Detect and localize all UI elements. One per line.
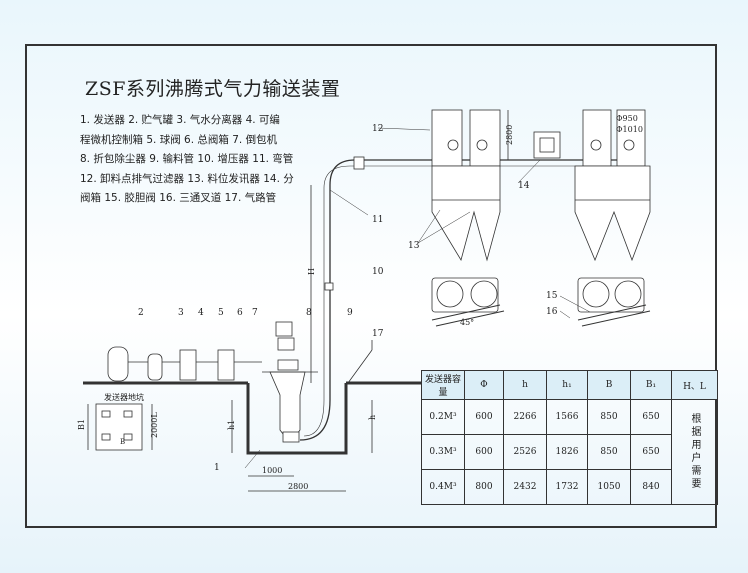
legend-line: 阀箱 15. 胶胆阀 16. 三通叉道 17. 气路管: [80, 192, 277, 204]
table-cell: 0.2M³: [421, 399, 465, 435]
component-legend: 1. 发送器 2. 贮气罐 3. 气水分离器 4. 可编 程微机控制箱 5. 球…: [80, 111, 300, 209]
air-pipe-17: [347, 349, 373, 384]
pit-plan-view: [87, 403, 153, 451]
table-cell: 600: [464, 399, 504, 435]
table-cell: 850: [587, 399, 631, 435]
label-3: 3: [178, 308, 184, 318]
col-header-capacity: 发送器容量: [421, 370, 465, 400]
col-header-B1: B₁: [630, 370, 672, 400]
dim-1010: Φ1010: [616, 125, 643, 134]
dim-B1: B1: [77, 419, 86, 430]
table-cell: 650: [630, 434, 672, 470]
spec-table: 发送器容量 Φ h h₁ B B₁ H、L 0.2M³ 600 2266 156…: [421, 370, 718, 505]
dim-2800-top: 2800: [505, 125, 514, 145]
pit-outline: [246, 383, 348, 455]
callout-labels: 1 2 3 4 5 6 7 8 9 10 11 12 13 14 15 16 1…: [77, 114, 643, 491]
conveying-pipe: [299, 156, 640, 441]
sender-vessel: [262, 321, 318, 443]
col-header-HL: H、L: [671, 370, 718, 400]
table-cell: 600: [464, 434, 504, 470]
table-note: 根据用户需要: [671, 399, 718, 505]
legend-line: 1. 发送器 2. 贮气罐 3. 气水分离器 4. 可编: [80, 114, 280, 126]
table-cell: 2432: [503, 469, 547, 505]
dim-h: h: [368, 415, 377, 420]
left-equipment: [107, 346, 262, 382]
dimension-lines: [231, 110, 509, 492]
table-cell: 1732: [546, 469, 588, 505]
drawing-frame: [25, 44, 717, 528]
label-2: 2: [138, 308, 144, 318]
air-tank-2: [107, 346, 129, 382]
table-cell: 1826: [546, 434, 588, 470]
table-cell: 840: [630, 469, 672, 505]
dim-H: H: [307, 268, 316, 275]
legend-line: 12. 卸料点排气过滤器 13. 料位发讯器 14. 分: [80, 172, 294, 185]
col-header-h: h: [503, 370, 547, 400]
label-12: 12: [372, 124, 383, 134]
table-cell: 0.3M³: [421, 434, 465, 470]
control-box-4: [179, 349, 197, 381]
pinch-valves: [431, 277, 651, 327]
col-header-B: B: [587, 370, 631, 400]
pit-plan-title: 发送器地坑: [104, 392, 144, 402]
label-14: 14: [518, 181, 530, 191]
valve-box-14: [533, 131, 561, 159]
dim-1000: 1000: [262, 466, 282, 475]
dim-950: Φ950: [616, 114, 638, 123]
label-10: 10: [372, 267, 384, 277]
table-cell: 2266: [503, 399, 547, 435]
silos: [431, 109, 651, 262]
label-4: 4: [198, 308, 204, 318]
dim-45: 45°: [460, 318, 474, 327]
table-cell: 800: [464, 469, 504, 505]
dim-h1: h1: [227, 420, 236, 430]
label-9: 9: [347, 308, 353, 318]
col-header-h1: h₁: [546, 370, 588, 400]
dim-2000L: 2000L: [150, 412, 159, 438]
table-cell: 1566: [546, 399, 588, 435]
page-title: ZSF系列沸腾式气力输送装置: [85, 78, 341, 100]
table-cell: 650: [630, 399, 672, 435]
table-row: 0.3M³ 600 2526 1826 850 650: [421, 434, 718, 470]
table-row: 0.2M³ 600 2266 1566 850 650 根据用户需要: [421, 399, 718, 505]
label-8: 8: [306, 308, 312, 318]
legend-line: 8. 折包除尘器 9. 输料管 10. 增压器 11. 弯管: [80, 153, 294, 165]
label-13: 13: [408, 241, 420, 251]
label-5: 5: [218, 308, 224, 318]
col-header-phi: Φ: [464, 370, 504, 400]
label-17: 17: [372, 329, 384, 339]
label-1: 1: [214, 463, 220, 473]
label-16: 16: [546, 307, 558, 317]
label-6: 6: [237, 308, 243, 318]
dim-2800: 2800: [288, 482, 308, 491]
elbow-11: [353, 156, 365, 170]
bag-dumper-7: [275, 321, 293, 337]
valve-box-6: [217, 349, 235, 381]
leader-lines: [244, 127, 591, 469]
booster-10: [324, 282, 334, 291]
label-15: 15: [546, 291, 558, 301]
table-row: 0.4M³ 800 2432 1732 1050 840: [421, 469, 718, 505]
table-cell: 1050: [587, 469, 631, 505]
table-cell: 0.4M³: [421, 469, 465, 505]
table-cell: 2526: [503, 434, 547, 470]
separator-3: [147, 353, 163, 381]
dim-B: B: [120, 438, 125, 446]
label-11: 11: [372, 215, 383, 225]
label-7: 7: [252, 308, 258, 318]
ground-and-pit: [83, 381, 421, 455]
table-cell: 850: [587, 434, 631, 470]
legend-line: 程微机控制箱 5. 球阀 6. 总阀箱 7. 倒包机: [80, 133, 278, 146]
